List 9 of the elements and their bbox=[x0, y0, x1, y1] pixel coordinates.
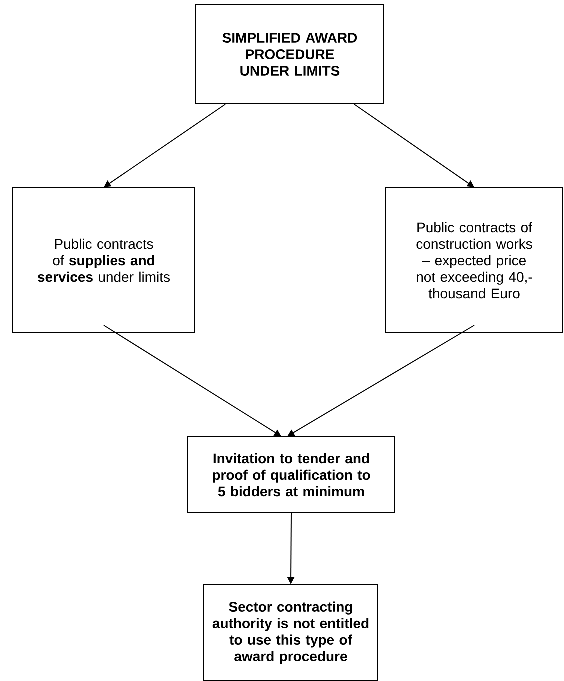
arrow bbox=[104, 325, 282, 436]
arrow bbox=[104, 104, 226, 188]
arrow bbox=[288, 325, 475, 436]
process-box: Invitation to tender and proof of qualification to 5 bidders at minimum bbox=[188, 436, 396, 514]
process-box: SIMPLIFIED AWARD PROCEDURE UNDER LIMITS bbox=[196, 4, 384, 104]
process-box: Public contracts of construction works – expected price not exceeding 40,- thousand Euro bbox=[386, 188, 564, 334]
process-box: Sector contracting authority is not entitled to use this type of award procedure bbox=[204, 584, 378, 681]
arrow bbox=[354, 104, 474, 188]
process-box: Public contracts of supplies and services under limits bbox=[12, 188, 196, 334]
